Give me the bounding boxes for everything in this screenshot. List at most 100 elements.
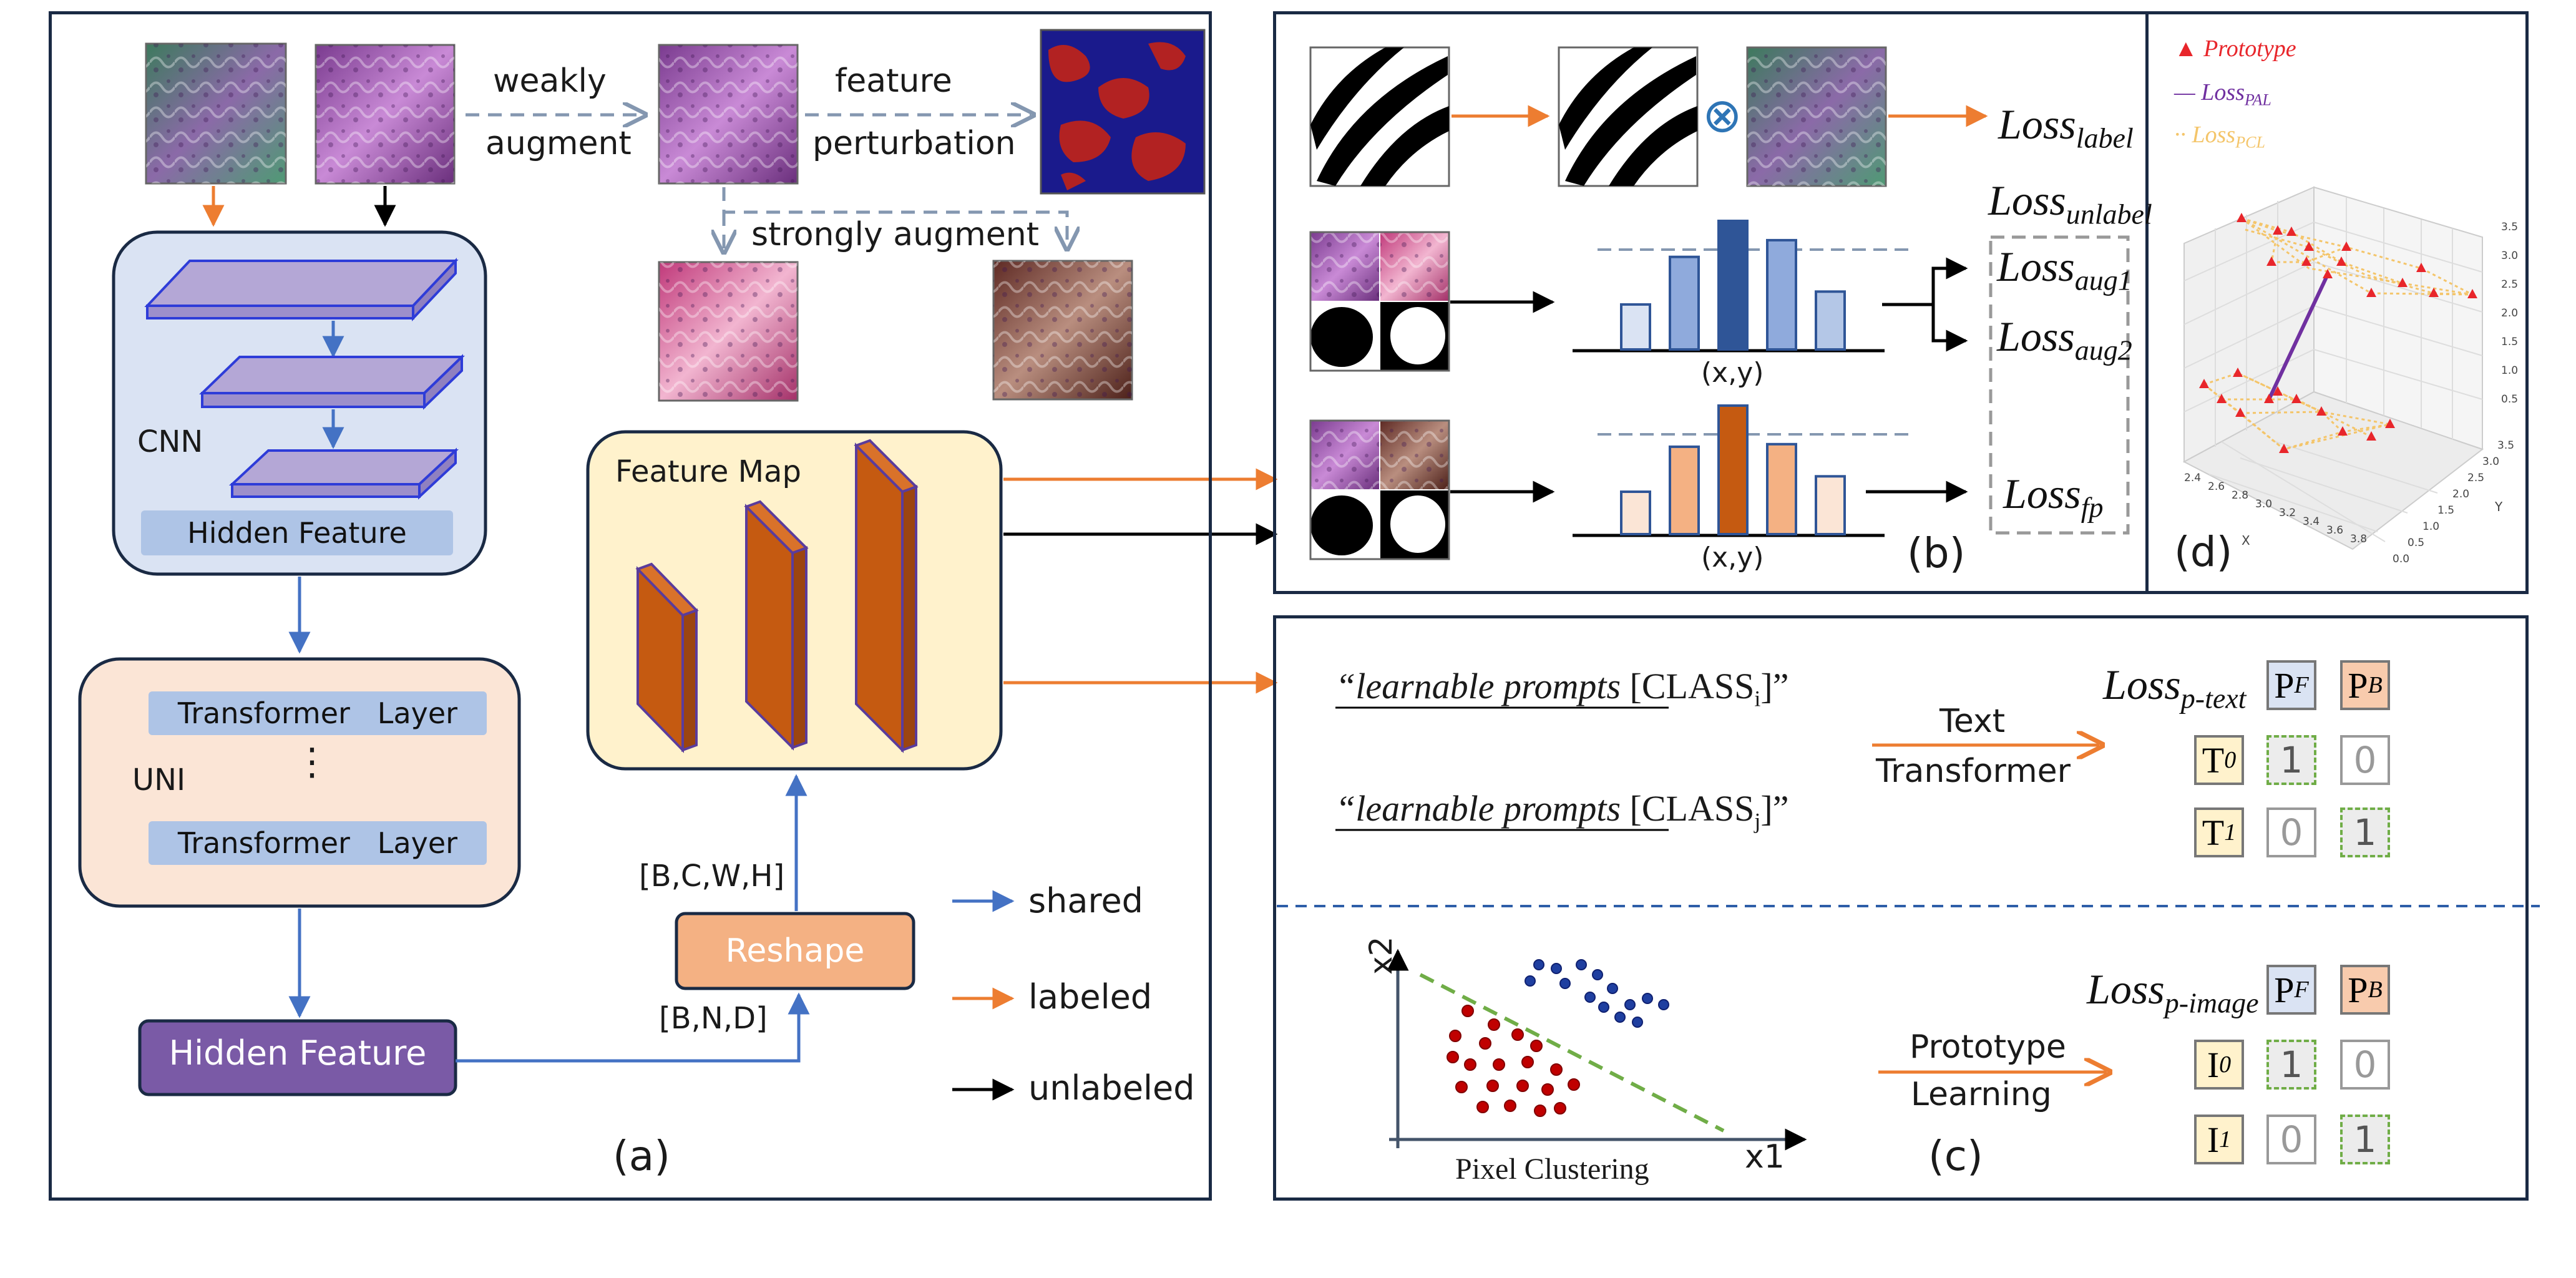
legend-loss-pal: — LossPAL: [2174, 79, 2271, 109]
cell-t0-pb: 0: [2340, 735, 2390, 785]
cluster-dot-blue: [1658, 999, 1669, 1010]
cluster-dot-red: [1511, 1028, 1524, 1041]
cluster-dot-red: [1504, 1100, 1516, 1112]
prototype-marker: [2304, 241, 2314, 251]
cluster-dot-blue: [1642, 993, 1653, 1004]
tick-x: 3.8: [2350, 533, 2368, 545]
prototype-marker: [2264, 394, 2274, 403]
prototype-marker: [2336, 256, 2346, 266]
tick-y: 1.0: [2422, 520, 2440, 533]
tick-z: 2.0: [2501, 307, 2519, 320]
label-mask: [1309, 46, 1450, 187]
prototype-marker: [2301, 256, 2311, 266]
image-feature-perturbation-mask: [1040, 29, 1206, 195]
panel-b-tag: (b): [1907, 529, 1966, 577]
cluster-dot-blue: [1551, 963, 1562, 974]
axis-x-label-d: X: [2242, 533, 2250, 548]
shape-bnd: [B,N,D]: [659, 1001, 768, 1036]
tick-z: 1.5: [2501, 336, 2519, 348]
image-unlabeled-thumbnail: [315, 44, 456, 185]
tick-x: 3.6: [2326, 524, 2344, 537]
loss-aug2: Lossaug2: [1997, 313, 2132, 366]
aug-quad-grid-1: [1309, 231, 1450, 372]
tick-x: 2.6: [2208, 480, 2225, 493]
hist-blue-xy: (x,y): [1701, 357, 1764, 389]
hist-orange-bar-3: [1766, 442, 1797, 535]
cluster-dot-red: [1554, 1102, 1566, 1115]
legend-unlabeled: unlabeled: [1028, 1068, 1195, 1108]
tick-z: 0.5: [2501, 393, 2519, 406]
cluster-dot-red: [1488, 1018, 1500, 1031]
feature-label: feature: [835, 62, 952, 100]
shape-bcwh: [B,C,W,H]: [639, 859, 785, 894]
aug-quad-grid-2: [1309, 419, 1450, 560]
tick-y: 2.5: [2467, 472, 2485, 484]
hist-blue-bar-0: [1620, 303, 1651, 351]
prompt-class-j: “learnable prompts [CLASSj]”: [1335, 788, 1789, 834]
cluster-dot-red: [1461, 1005, 1474, 1017]
loss-p-text: Lossp-text: [2103, 661, 2247, 715]
tick-z: 2.5: [2501, 278, 2519, 291]
prototype-3d-plot: [2182, 186, 2484, 550]
cluster-dot-red: [1541, 1083, 1554, 1096]
loss-fp: Lossfp: [2003, 470, 2104, 524]
cluster-dot-blue: [1559, 978, 1571, 989]
panel-a-tag: (a): [613, 1132, 670, 1180]
cluster-dot-red: [1486, 1080, 1499, 1092]
legend-shared: shared: [1028, 881, 1143, 920]
cnn-label: CNN: [137, 424, 203, 459]
prototype-marker: [2341, 241, 2351, 251]
legend-labeled: labeled: [1028, 977, 1153, 1017]
prototype-marker: [2273, 225, 2283, 235]
cluster-dot-blue: [1632, 1017, 1643, 1028]
legend-prototype: ▲ Prototype: [2174, 36, 2296, 62]
prototype-marker: [2266, 256, 2276, 266]
axis-x1-label: x1: [1745, 1138, 1785, 1176]
prototype-marker: [2235, 407, 2245, 417]
prototype-marker: [2286, 227, 2296, 236]
transformer-layer-1: Transformer Layer: [149, 691, 487, 735]
prototype-marker-icon: ▲: [2174, 36, 2204, 62]
reshape-box: [675, 912, 915, 990]
cluster-dot-red: [1521, 1056, 1534, 1068]
cell-i0-pf: 1: [2266, 1040, 2316, 1090]
prototype-marker: [2217, 394, 2227, 403]
prototype-marker: [2429, 288, 2439, 297]
cluster-dot-red: [1455, 1081, 1468, 1093]
feature-map-block-1: [635, 562, 699, 753]
prototype-marker: [2323, 269, 2333, 278]
weakly-label: weakly: [493, 62, 607, 100]
labeled-image-b: [1746, 46, 1887, 187]
axis-x2-label: x2: [1363, 936, 1399, 975]
cnn-layer-3: [228, 447, 459, 500]
uni-label: UNI: [132, 763, 186, 798]
prompt-class-i: “learnable prompts [CLASSi]”: [1335, 666, 1789, 711]
tick-x: 2.4: [2184, 472, 2202, 484]
learning-label: Learning: [1911, 1076, 2052, 1113]
augment-label: augment: [485, 125, 632, 162]
cluster-dot-red: [1568, 1078, 1580, 1091]
cluster-dot-red: [1449, 1030, 1461, 1042]
prototype-marker: [2385, 419, 2395, 428]
feature-map-block-2: [744, 500, 809, 751]
prototype-label: Prototype: [1910, 1028, 2066, 1066]
pixel-clustering-label: Pixel Clustering: [1455, 1153, 1649, 1186]
transformer-label: Transformer: [1876, 753, 2071, 790]
cluster-dot-blue: [1584, 992, 1596, 1003]
strong-augment-arrow: [722, 187, 1067, 246]
legend-loss-pcl: ·· LossPCL: [2174, 122, 2265, 152]
hist-blue-bar-1: [1669, 255, 1700, 351]
axis-y-label-d: Y: [2495, 499, 2503, 514]
otimes-symbol: ⊗: [1702, 87, 1742, 143]
cell-i1-pb: 1: [2340, 1115, 2390, 1164]
panel-d: [2145, 11, 2529, 594]
hist-blue-bar-2: [1717, 220, 1749, 351]
cluster-dot-red: [1534, 1105, 1546, 1117]
tick-x: 3.4: [2303, 515, 2320, 528]
tick-y: 3.5: [2497, 439, 2515, 452]
cluster-dot-red: [1476, 1101, 1489, 1113]
hidden-feature-label: Hidden Feature: [168, 1033, 427, 1073]
